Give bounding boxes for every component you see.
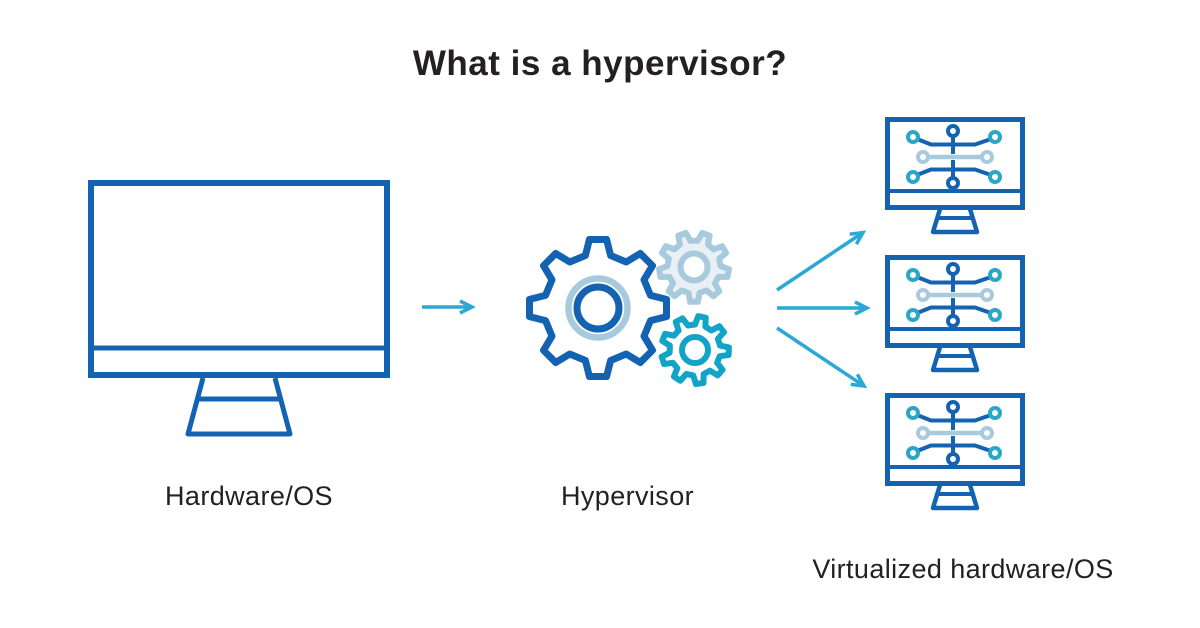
right-arrow-icon <box>422 299 476 315</box>
hypervisor-label: Hypervisor <box>560 481 695 511</box>
hardware-os-label: Hardware/OS <box>165 481 333 511</box>
vm-circuit-monitor-icon <box>885 393 1025 511</box>
monitor-icon <box>88 180 390 437</box>
vm-circuit-monitor-icon <box>885 117 1025 235</box>
gears-icon <box>526 230 732 387</box>
fanout-arrows-icon <box>776 230 871 389</box>
page-title: What is a hypervisor? <box>412 44 788 83</box>
vm-circuit-monitor-icon <box>885 255 1025 373</box>
virtualized-hardware-os-label: Virtualized hardware/OS <box>812 554 1114 584</box>
